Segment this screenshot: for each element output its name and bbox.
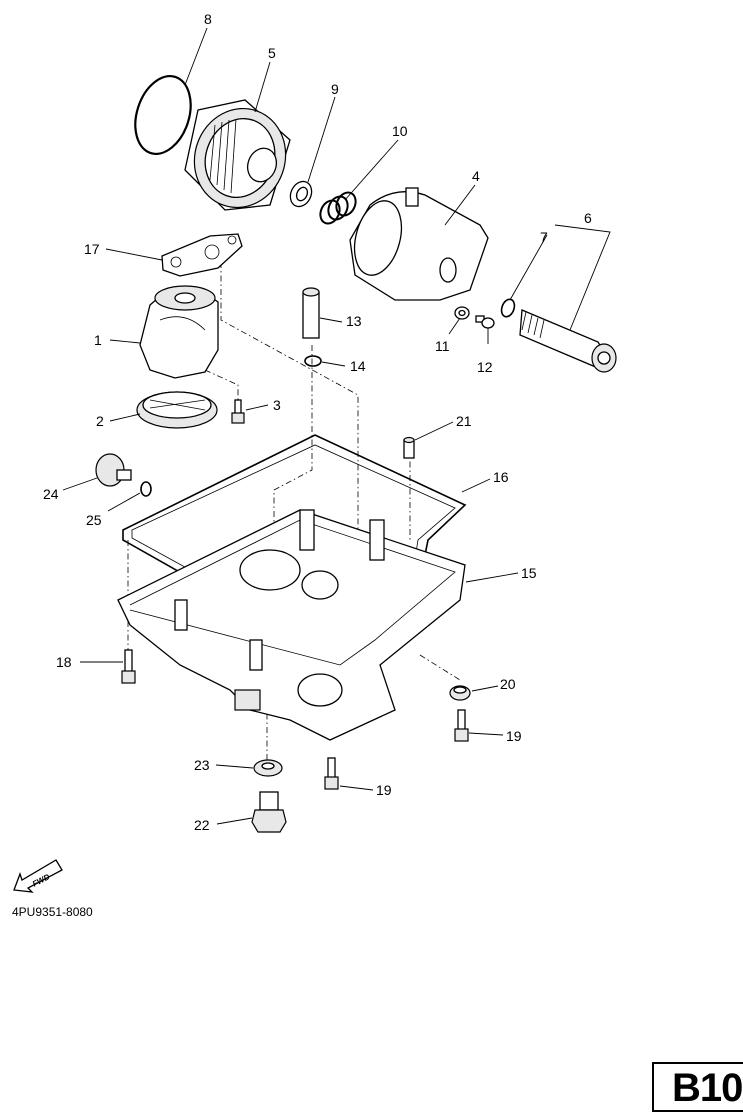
bolt-part-19-right (454, 709, 469, 742)
label-17: 17 (84, 241, 100, 257)
nut-part-11 (454, 306, 470, 320)
bolt-part-12 (475, 315, 495, 329)
bolt-part-3 (231, 399, 245, 424)
label-22: 22 (194, 817, 210, 833)
page-code: B10 (672, 1066, 743, 1110)
gasket-part-17 (161, 233, 243, 277)
oil-filter-element-part (184, 99, 291, 211)
label-25: 25 (86, 512, 102, 528)
label-11: 11 (435, 338, 450, 354)
label-2: 2 (96, 413, 104, 429)
o-ring-part-25 (140, 481, 152, 497)
plug-part-24 (95, 453, 132, 487)
pipe-part-13 (302, 287, 320, 339)
label-15: 15 (521, 565, 537, 581)
forward-arrow-icon: FWD (13, 859, 63, 893)
part-number-labels: 8 5 9 10 4 6 7 17 13 1 11 12 14 3 2 21 1… (43, 11, 592, 833)
label-20: 20 (500, 676, 516, 692)
label-3: 3 (273, 397, 281, 413)
drain-bolt-part-22 (251, 791, 287, 833)
assembly-center-lines (127, 262, 461, 760)
label-14: 14 (350, 358, 366, 374)
leader-lines (62, 27, 611, 825)
spring-part-10 (319, 191, 357, 225)
label-23: 23 (194, 757, 210, 773)
grommet-part-20 (449, 685, 471, 701)
label-18: 18 (56, 654, 72, 670)
label-8: 8 (204, 11, 212, 27)
label-24: 24 (43, 486, 59, 502)
label-7: 7 (540, 229, 548, 245)
label-5: 5 (268, 45, 276, 61)
label-19-right: 19 (506, 728, 522, 744)
page-code-box: B10 (652, 1062, 743, 1112)
bolt-part-19-bottom (324, 757, 339, 790)
washer-part-9 (289, 180, 313, 208)
label-13: 13 (346, 313, 362, 329)
o-ring-part-7 (500, 298, 516, 318)
label-6: 6 (584, 210, 592, 226)
oil-strainer-housing-part (139, 285, 219, 379)
diagram-reference-code: 4PU9351-8080 (12, 905, 93, 919)
label-16: 16 (493, 469, 509, 485)
o-ring-large-part (134, 75, 192, 155)
label-12: 12 (477, 359, 493, 375)
bolt-part-18 (121, 649, 136, 684)
o-ring-part-14 (304, 355, 322, 367)
oil-strainer-part (136, 391, 218, 429)
oil-pan-part (117, 509, 466, 741)
dowel-pin-part-21 (403, 436, 415, 459)
label-19-bottom: 19 (376, 782, 392, 798)
label-9: 9 (331, 81, 339, 97)
label-4: 4 (472, 168, 480, 184)
union-bolt-part-6 (519, 309, 617, 373)
label-21: 21 (456, 413, 472, 429)
label-1: 1 (94, 332, 102, 348)
filter-cover-part (349, 187, 489, 301)
label-10: 10 (392, 123, 408, 139)
washer-part-23 (253, 759, 283, 777)
